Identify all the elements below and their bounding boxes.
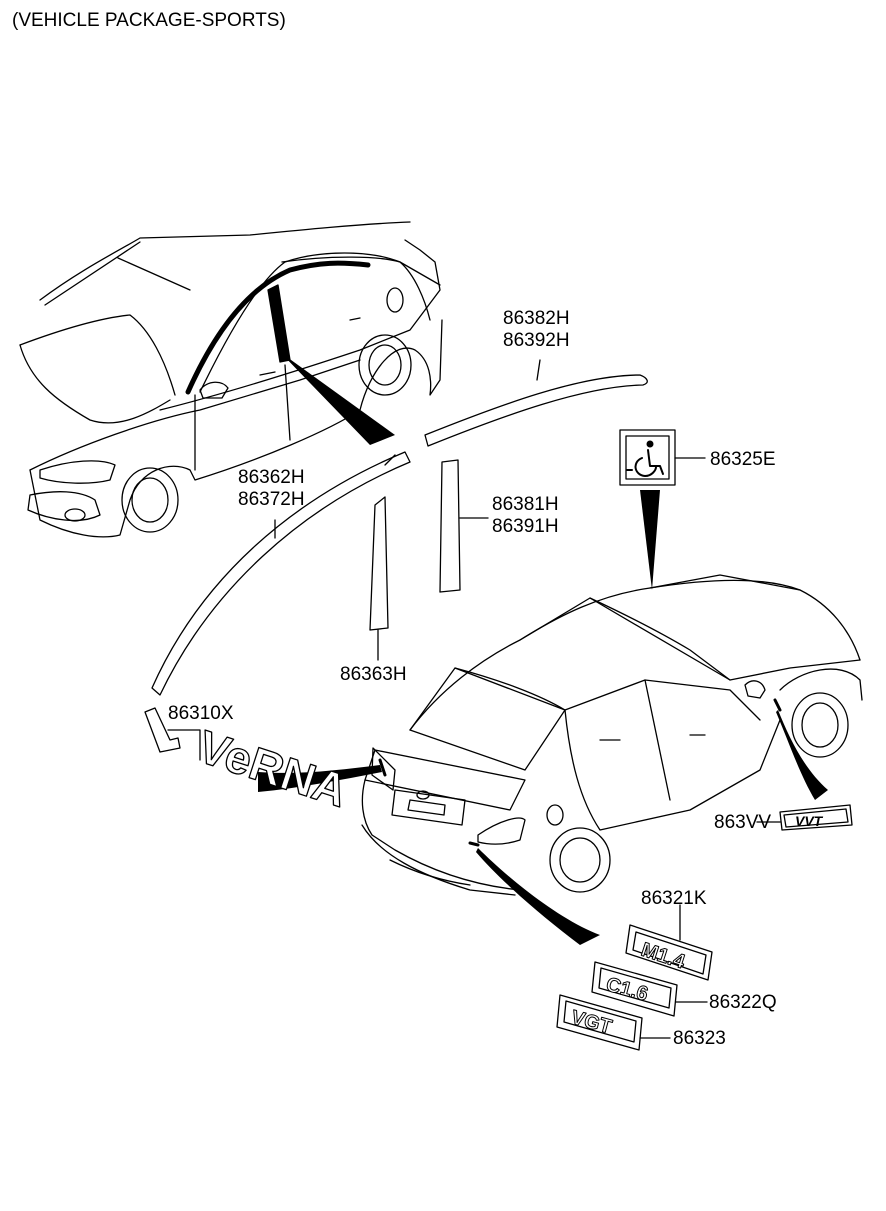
label-86372H: 86372H [238, 489, 305, 510]
label-86381H: 86381H [492, 494, 559, 515]
b-pillar-cover-front [369, 496, 389, 661]
label-86322Q: 86322Q [709, 992, 777, 1013]
verna-emblem: VeRNA [144, 707, 355, 818]
label-86325E: 86325E [710, 449, 776, 470]
label-86391H: 86391H [492, 516, 559, 537]
vvt-emblem-text: VVT [795, 813, 824, 829]
page-title: (VEHICLE PACKAGE-SPORTS) [12, 10, 286, 31]
label-86363H: 86363H [340, 664, 407, 685]
label-86382H: 86382H [503, 308, 570, 329]
label-86321K: 86321K [641, 888, 707, 909]
vgt-emblem: VGT [556, 994, 671, 1051]
vvt-emblem: VVT [756, 804, 853, 831]
roof-moulding-lower [151, 451, 411, 696]
label-86362H: 86362H [238, 467, 305, 488]
roof-moulding-upper [424, 359, 648, 447]
label-86323: 86323 [673, 1028, 726, 1049]
verna-emblem-text: VeRNA [192, 720, 354, 817]
wheelchair-icon [619, 429, 676, 486]
m14-emblem: M1.4 [625, 904, 713, 981]
label-86310X: 86310X [168, 703, 234, 724]
front-car-illustration [19, 221, 443, 538]
label-863VV: 863VV [714, 812, 772, 833]
b-pillar-cover-rear [439, 459, 489, 593]
label-86392H: 86392H [503, 330, 570, 351]
rear-car-illustration [361, 574, 863, 896]
